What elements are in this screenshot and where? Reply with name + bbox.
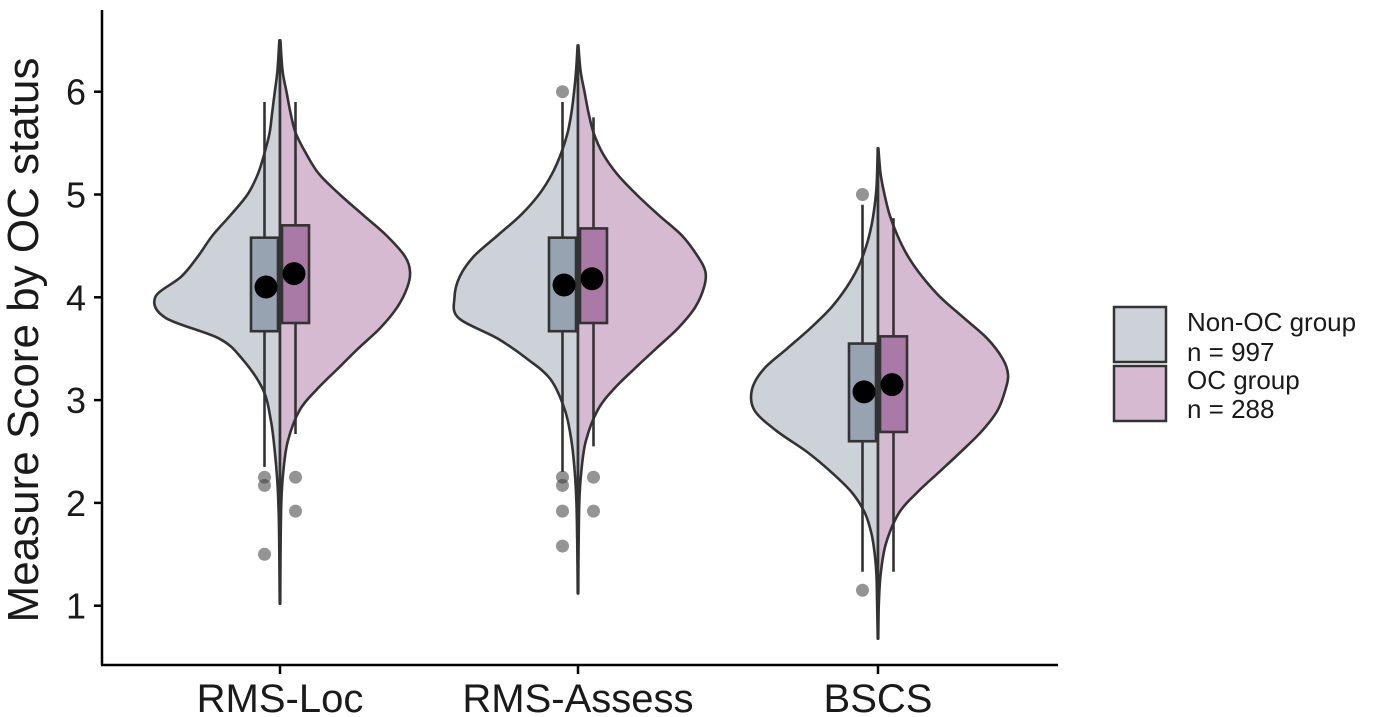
y-axis-label: Measure Score by OC status <box>0 58 48 623</box>
y-tick-label: 4 <box>66 277 86 318</box>
x-tick-label: RMS-Assess <box>462 677 693 717</box>
violin-non-oc-rms-assess <box>452 44 580 595</box>
legend-key-oc <box>1112 364 1168 423</box>
outlier-point <box>258 547 271 561</box>
violin-oc-rms-loc <box>278 39 412 605</box>
x-tick-label: BSCS <box>824 677 933 717</box>
outlier-point <box>556 539 569 553</box>
mean-point-non-oc <box>552 273 576 297</box>
legend-key-non-oc <box>1112 305 1168 364</box>
violin-oc-rms-assess <box>576 44 708 595</box>
outlier-point <box>856 583 869 597</box>
violin-non-oc-bscs <box>749 146 880 640</box>
x-tick-label: RMS-Loc <box>197 677 364 717</box>
outlier-point <box>556 478 569 492</box>
outlier-point <box>289 504 302 518</box>
legend-n-oc: n = 288 <box>1187 394 1274 424</box>
legend-label-oc: OC group <box>1187 365 1300 395</box>
y-tick-label: 2 <box>66 483 86 524</box>
axes: Measure Score by OC status <box>0 10 1058 667</box>
outlier-point <box>556 504 569 518</box>
mean-point-oc <box>880 373 904 397</box>
outlier-point <box>587 504 600 518</box>
mean-point-oc <box>580 267 604 291</box>
outlier-point <box>258 478 271 492</box>
mean-point-oc <box>282 262 306 286</box>
outlier-point <box>556 85 569 99</box>
y-tick-label: 5 <box>66 175 86 216</box>
y-tick-label: 6 <box>66 72 86 113</box>
outlier-point <box>587 470 600 484</box>
plot-area <box>152 39 1010 640</box>
y-tick-label: 1 <box>66 586 86 627</box>
y-tick-label: 3 <box>66 380 86 421</box>
legend-n-non-oc: n = 997 <box>1187 337 1274 367</box>
mean-point-non-oc <box>852 380 876 404</box>
outlier-point <box>289 470 302 484</box>
legend: Non-OC group n = 997 OC group n = 288 <box>1112 305 1356 424</box>
violin-non-oc-rms-loc <box>152 39 282 605</box>
outlier-point <box>856 188 869 201</box>
legend-label-non-oc: Non-OC group <box>1187 307 1356 337</box>
mean-point-non-oc <box>254 275 278 299</box>
